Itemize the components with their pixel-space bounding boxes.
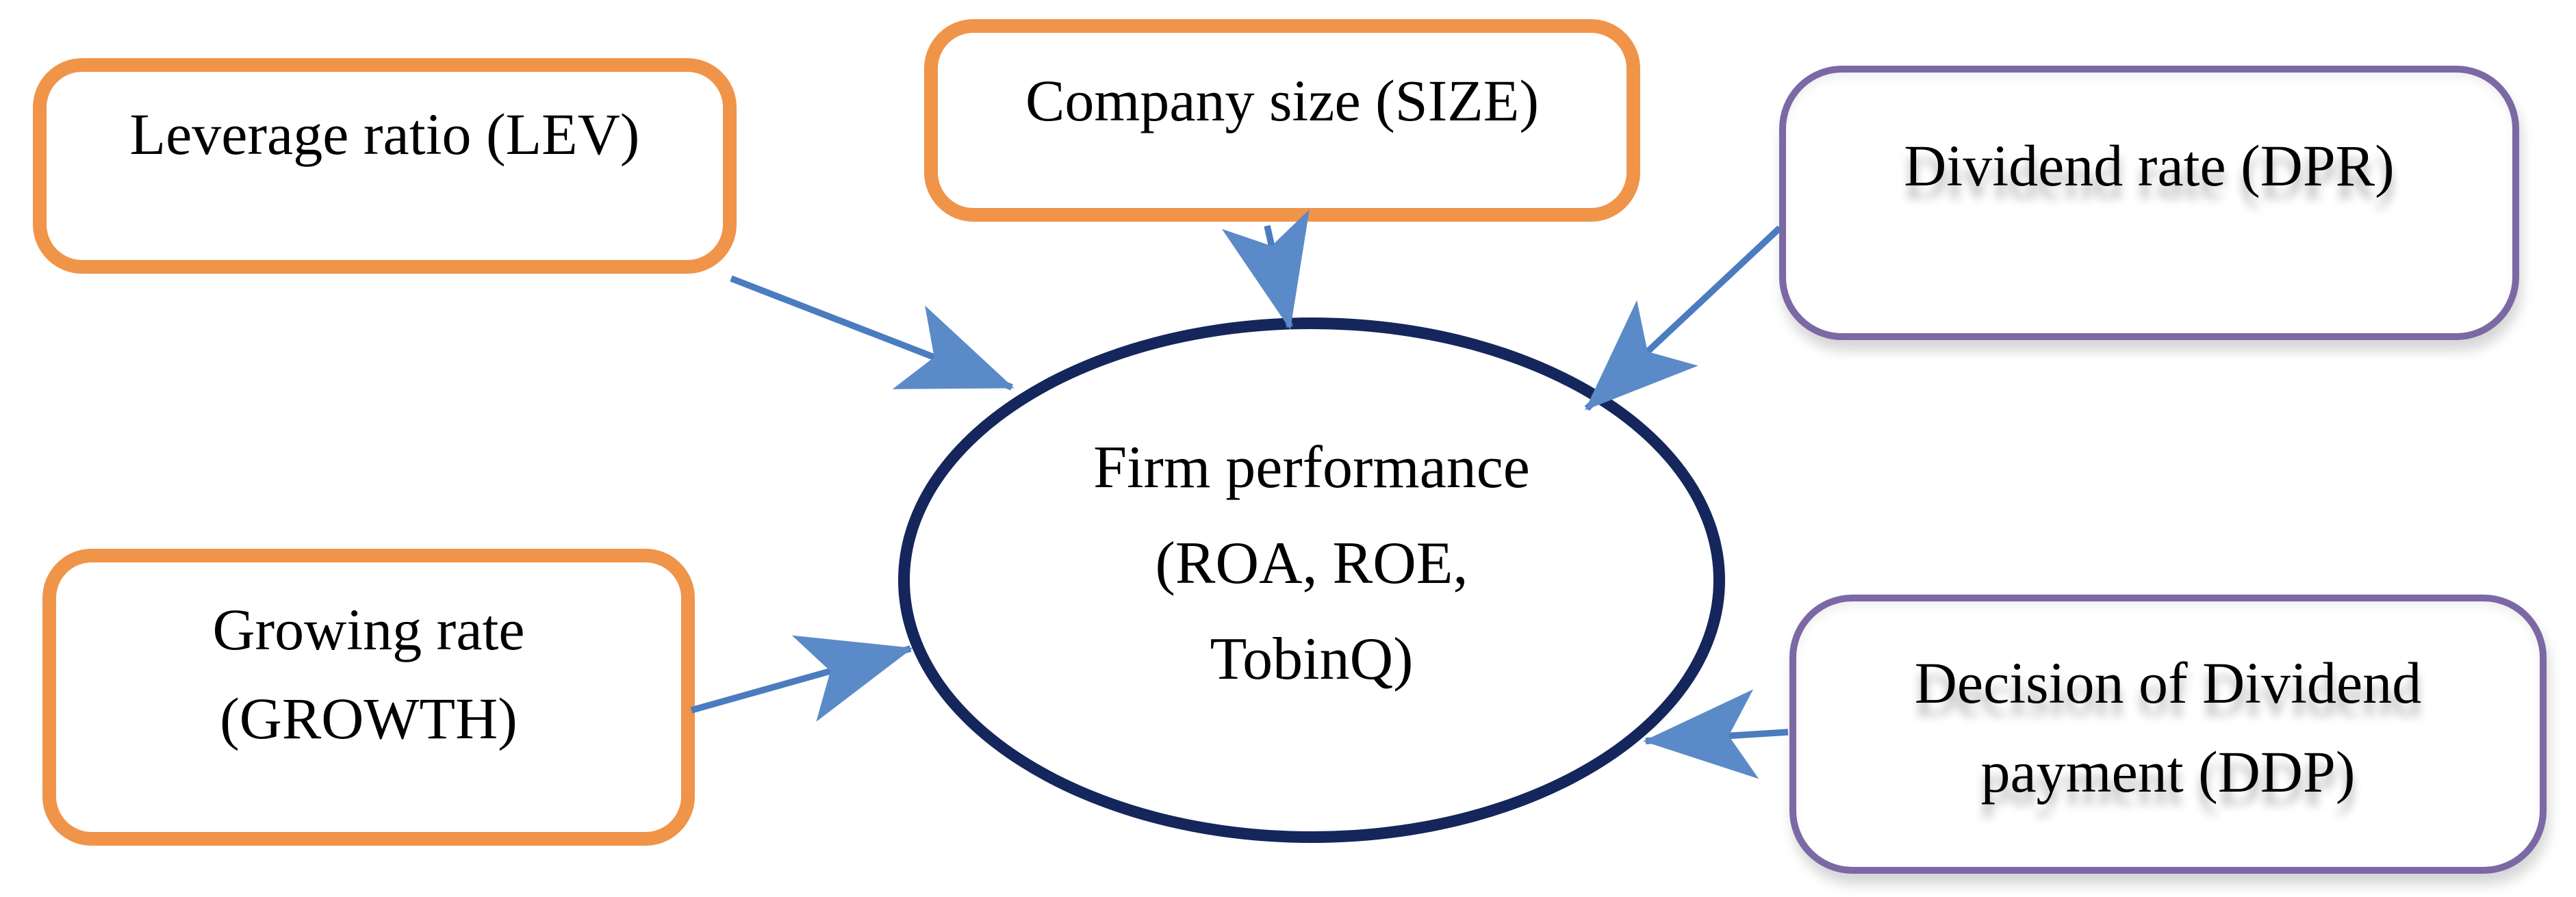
arrow-dividend-payment-to-performance: [1643, 689, 1789, 779]
factor-node-company-size-label: Company size (SIZE): [1025, 68, 1539, 133]
factor-node-dividend-rate: Dividend rate (DPR): [1779, 66, 2519, 340]
center-node-firm-performance: Firm performance (ROA, ROE, TobinQ): [898, 317, 1725, 843]
factor-node-company-size: Company size (SIZE): [924, 19, 1640, 222]
arrow-growing-rate-to-performance: [690, 635, 913, 722]
arrow-company-size-to-performance: [1221, 209, 1310, 330]
factor-node-dividend-payment-decision-label: Decision of Dividend payment (DDP): [1914, 650, 2422, 805]
arrow-dividend-rate-to-performance: [1584, 225, 1783, 411]
factor-node-leverage-ratio: Leverage ratio (LEV): [33, 58, 737, 274]
factor-node-dividend-rate-label: Dividend rate (DPR): [1904, 133, 2395, 198]
factor-node-growing-rate-label: Growing rate (GROWTH): [212, 597, 525, 751]
factor-node-dividend-payment-decision: Decision of Dividend payment (DDP): [1789, 595, 2547, 874]
center-node-firm-performance-label: Firm performance (ROA, ROE, TobinQ): [1093, 434, 1530, 692]
factor-node-growing-rate: Growing rate (GROWTH): [42, 549, 695, 846]
factor-node-leverage-ratio-label: Leverage ratio (LEV): [129, 101, 640, 167]
arrow-leverage-to-performance: [730, 275, 1015, 391]
